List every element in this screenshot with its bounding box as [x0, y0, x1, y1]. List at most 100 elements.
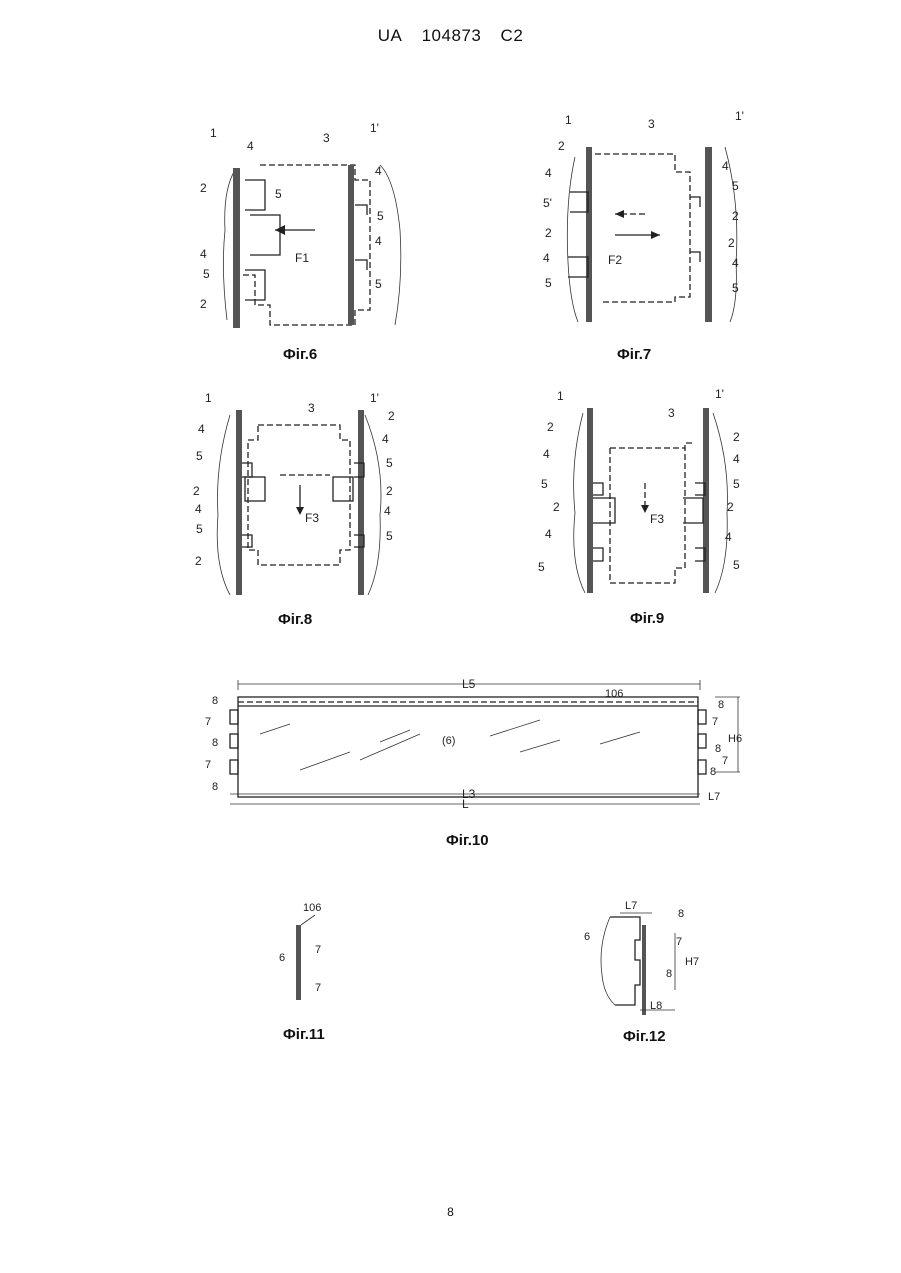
label-force: F2 — [608, 253, 622, 267]
label-106: 106 — [605, 688, 623, 700]
label-L: L — [462, 797, 469, 811]
label-1: 1 — [557, 389, 564, 403]
label-1-prime: 1' — [370, 121, 379, 135]
label-1-prime: 1' — [370, 391, 379, 405]
label-8: 8 — [212, 695, 218, 707]
caption-fig-9: Фіг.9 — [630, 610, 664, 627]
label-1-prime: 1' — [735, 109, 744, 123]
label-2: 2 — [547, 420, 554, 434]
label-4: 4 — [382, 432, 389, 446]
page-number: 8 — [0, 1205, 901, 1219]
label-L7: L7 — [708, 791, 720, 803]
label-5-prime: 5' — [543, 196, 552, 210]
label-2: 2 — [388, 409, 395, 423]
label-5: 5 — [196, 522, 203, 536]
label-2: 2 — [733, 430, 740, 444]
label-2: 2 — [545, 226, 552, 240]
label-7: 7 — [712, 716, 718, 728]
label-2: 2 — [200, 181, 207, 195]
label-1: 1 — [210, 126, 217, 140]
caption-fig-6: Фіг.6 — [283, 346, 317, 363]
label-L5: L5 — [462, 677, 476, 691]
figure-8-drawing: 1 1' 3 4 5 2 4 5 2 2 4 5 2 4 5 F3 — [190, 385, 410, 600]
figure-6: 1 1' 3 4 2 5 4 5 2 4 5 4 5 F1 — [195, 120, 405, 340]
label-7: 7 — [676, 936, 682, 948]
label-2: 2 — [728, 236, 735, 250]
label-8: 8 — [678, 908, 684, 920]
label-1-prime: 1' — [715, 387, 724, 401]
caption-fig-10: Фіг.10 — [446, 832, 489, 849]
label-4: 4 — [247, 139, 254, 153]
figure-6-drawing: 1 1' 3 4 2 5 4 5 2 4 5 4 5 F1 — [195, 120, 405, 340]
label-2: 2 — [386, 484, 393, 498]
label-2: 2 — [553, 500, 560, 514]
label-5: 5 — [386, 456, 393, 470]
label-4: 4 — [722, 159, 729, 173]
caption-fig-8: Фіг.8 — [278, 611, 312, 628]
label-5: 5 — [203, 267, 210, 281]
label-H7: H7 — [685, 956, 699, 968]
figure-12-drawing: L7 6 8 7 H7 8 L8 — [580, 895, 720, 1020]
label-2: 2 — [558, 139, 565, 153]
label-4: 4 — [198, 422, 205, 436]
label-force: F1 — [295, 251, 309, 265]
label-5: 5 — [538, 560, 545, 574]
label-5: 5 — [733, 477, 740, 491]
label-5: 5 — [732, 281, 739, 295]
label-3: 3 — [648, 117, 655, 131]
label-force: F3 — [305, 511, 319, 525]
label-7: 7 — [315, 982, 321, 994]
label-2: 2 — [195, 554, 202, 568]
label-7: 7 — [205, 759, 211, 771]
label-force: F3 — [650, 512, 664, 526]
label-5: 5 — [196, 449, 203, 463]
label-3: 3 — [323, 131, 330, 145]
label-H6: H6 — [728, 733, 742, 745]
label-4: 4 — [384, 504, 391, 518]
label-5: 5 — [375, 277, 382, 291]
patent-number: 104873 — [422, 26, 482, 45]
figure-11-drawing: 106 6 7 7 — [275, 897, 355, 1007]
label-1: 1 — [205, 391, 212, 405]
label-8: 8 — [715, 743, 721, 755]
label-6: 6 — [279, 952, 285, 964]
label-2: 2 — [200, 297, 207, 311]
label-8: 8 — [718, 699, 724, 711]
label-4: 4 — [200, 247, 207, 261]
label-8: 8 — [212, 781, 218, 793]
label-L8: L8 — [650, 1000, 662, 1012]
label-4: 4 — [375, 234, 382, 248]
label-4: 4 — [375, 164, 382, 178]
label-glass-6: (6) — [442, 735, 455, 747]
label-3: 3 — [668, 406, 675, 420]
label-4: 4 — [733, 452, 740, 466]
label-7: 7 — [205, 716, 211, 728]
label-5: 5 — [377, 209, 384, 223]
figure-9: 1 1' 3 2 4 5 2 4 5 2 4 5 2 4 5 F3 — [535, 383, 760, 598]
label-2: 2 — [193, 484, 200, 498]
country-code: UA — [378, 26, 403, 45]
label-5: 5 — [386, 529, 393, 543]
label-5: 5 — [545, 276, 552, 290]
label-1: 1 — [565, 113, 572, 127]
caption-fig-12: Фіг.12 — [623, 1028, 666, 1045]
label-5: 5 — [733, 558, 740, 572]
label-8: 8 — [212, 737, 218, 749]
figure-8: 1 1' 3 4 5 2 4 5 2 2 4 5 2 4 5 F3 — [190, 385, 410, 600]
label-5: 5 — [275, 187, 282, 201]
figure-12: L7 6 8 7 H7 8 L8 — [580, 895, 720, 1020]
label-2: 2 — [727, 500, 734, 514]
label-106: 106 — [303, 902, 321, 914]
caption-fig-11: Фіг.11 — [283, 1026, 325, 1043]
document-kind: C2 — [501, 26, 524, 45]
figure-10-drawing: L5 106 (6) L3 L L7 H6 8 7 8 7 8 8 7 8 7 … — [200, 672, 750, 822]
figure-7: 1 1' 3 2 4 5' 2 4 5 4 5 2 2 4 5 F2 — [540, 112, 770, 332]
label-4: 4 — [543, 447, 550, 461]
label-4: 4 — [543, 251, 550, 265]
figure-10: L5 106 (6) L3 L L7 H6 8 7 8 7 8 8 7 8 7 … — [200, 672, 750, 822]
label-6: 6 — [584, 931, 590, 943]
label-4: 4 — [195, 502, 202, 516]
label-7: 7 — [315, 944, 321, 956]
figure-9-drawing: 1 1' 3 2 4 5 2 4 5 2 4 5 2 4 5 F3 — [535, 383, 760, 598]
figure-11: 106 6 7 7 — [275, 897, 355, 1007]
